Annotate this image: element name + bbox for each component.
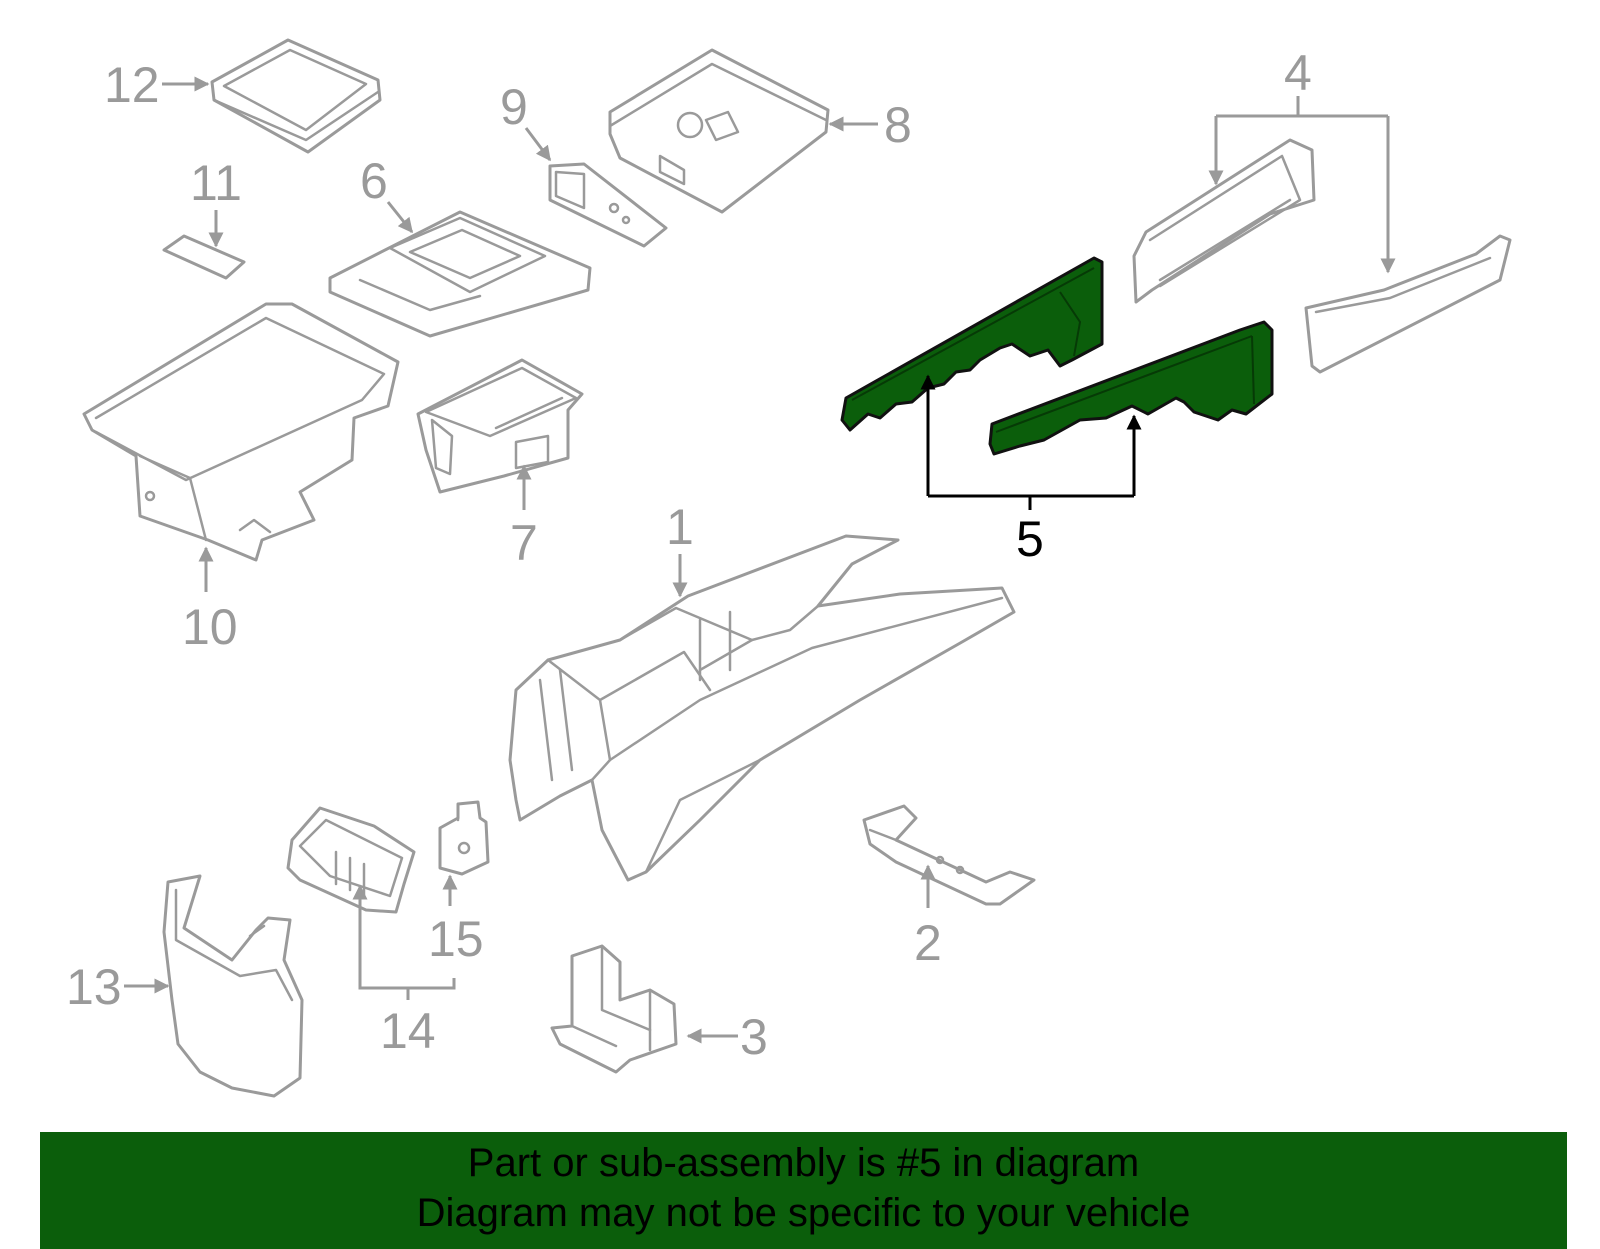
part-8-upper-trim <box>608 48 830 214</box>
banner-line-1: Part or sub-assembly is #5 in diagram <box>467 1141 1140 1185</box>
callout-3: 3 <box>740 1009 768 1065</box>
callout-10: 10 <box>182 599 238 655</box>
callout-15: 15 <box>428 911 484 967</box>
part-14-air-vent <box>286 806 416 914</box>
banner-line-2: Diagram may not be specific to your vehi… <box>416 1191 1191 1235</box>
part-5-trim-upper <box>840 256 1104 432</box>
part-15-switch <box>438 800 490 876</box>
callout-4: 4 <box>1284 45 1312 101</box>
info-banner: Part or sub-assembly is #5 in diagram Di… <box>40 1132 1567 1249</box>
part-7-cup-holder <box>416 358 584 494</box>
callout-9: 9 <box>500 79 528 135</box>
part-2-bracket <box>862 804 1036 906</box>
part-1-console-body <box>508 534 1016 882</box>
callout-2: 2 <box>914 915 942 971</box>
part-3-mounting-bracket <box>550 944 678 1074</box>
part-6-shifter-bezel <box>328 210 592 338</box>
callout-5: 5 <box>1016 511 1044 567</box>
callout-11: 11 <box>190 155 242 211</box>
part-11-pad <box>162 234 246 280</box>
part-10-armrest <box>82 302 400 562</box>
part-13-lower-trim <box>162 874 304 1098</box>
callout-8: 8 <box>884 97 912 153</box>
part-9-switch-plate <box>548 162 668 248</box>
callout-1: 1 <box>666 499 694 555</box>
part-4-side-panels <box>1132 138 1512 374</box>
part-12-storage-tray <box>210 38 382 154</box>
part-5-trim-lower <box>988 320 1274 456</box>
callout-12: 12 <box>104 57 160 113</box>
callout-13: 13 <box>66 959 122 1015</box>
callout-14: 14 <box>380 1003 436 1059</box>
leader-lines <box>124 76 1396 1044</box>
callout-7: 7 <box>510 515 538 571</box>
callout-6: 6 <box>360 153 388 209</box>
